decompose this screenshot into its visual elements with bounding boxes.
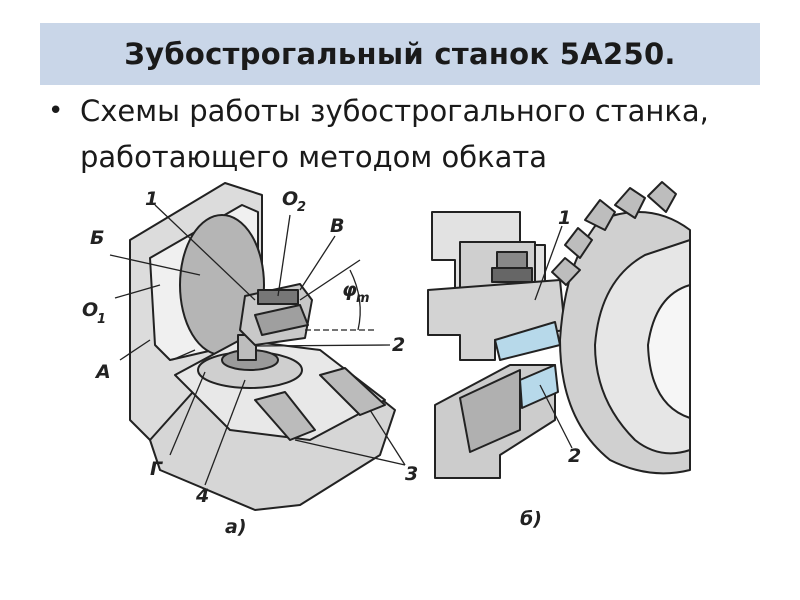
bullet-item: • Схемы работы зубострогального станка, …: [48, 88, 768, 180]
label-1: 1: [145, 188, 158, 210]
gear-tooth: [647, 181, 677, 213]
gear-tooth: [564, 227, 593, 259]
lower-cutter: [519, 364, 559, 409]
gear-tooth: [551, 257, 581, 286]
leader-line: [171, 349, 196, 361]
label-4: 4: [195, 485, 209, 507]
leader-line: [109, 254, 201, 276]
clamp-block: [257, 289, 299, 305]
label-a: А: [94, 361, 111, 383]
base-slot: [319, 367, 386, 416]
label-2: 2: [392, 334, 405, 356]
leader-line: [369, 409, 406, 466]
label-v: В: [330, 215, 344, 237]
axis-line: [277, 214, 291, 297]
upper-slide: [427, 279, 566, 361]
label-o1: O: [82, 299, 98, 321]
tool-slide: [254, 304, 309, 336]
leader-line: [294, 439, 406, 466]
bullet-marker: •: [48, 96, 64, 126]
leader-line: [204, 379, 246, 486]
label-g: Г: [150, 458, 163, 480]
title-bar: Зубострогальный станок 5А250.: [40, 23, 760, 85]
gear-tooth: [584, 199, 616, 231]
slide-title: Зубострогальный станок 5А250.: [124, 37, 676, 71]
bolt-nut: [491, 267, 533, 283]
leader-line: [539, 384, 573, 449]
label-b-2: 2: [568, 445, 581, 467]
leader-line: [169, 371, 206, 456]
leader-line: [119, 339, 151, 361]
label-3: 3: [405, 463, 418, 485]
caption-a: а): [225, 516, 247, 538]
label-b-1: 1: [558, 207, 571, 229]
caption-b: б): [520, 508, 542, 530]
gear-hub: [647, 284, 691, 419]
axis-line: [299, 235, 336, 291]
diagram-b: [427, 181, 691, 479]
leader-line: [534, 225, 563, 301]
label-phi: φ: [342, 279, 357, 301]
lower-block: [459, 369, 521, 453]
bullet-list: • Схемы работы зубострогального станка, …: [48, 88, 768, 180]
leader-line: [114, 284, 161, 299]
bullet-text: Схемы работы зубострогального станка, ра…: [80, 94, 709, 174]
label-o2-sub: 2: [297, 200, 306, 215]
base-slot: [254, 391, 316, 441]
angle-arc: [349, 269, 361, 331]
leader-line: [254, 344, 391, 347]
axis-line: [154, 204, 256, 301]
label-o1-sub: 1: [97, 312, 106, 327]
diagram-a: [109, 182, 406, 511]
label-phi-sub: m: [356, 291, 370, 306]
gear-tooth: [614, 187, 646, 219]
label-b: Б: [90, 227, 104, 249]
label-o2: O: [282, 188, 298, 210]
axis-line: [299, 259, 361, 301]
